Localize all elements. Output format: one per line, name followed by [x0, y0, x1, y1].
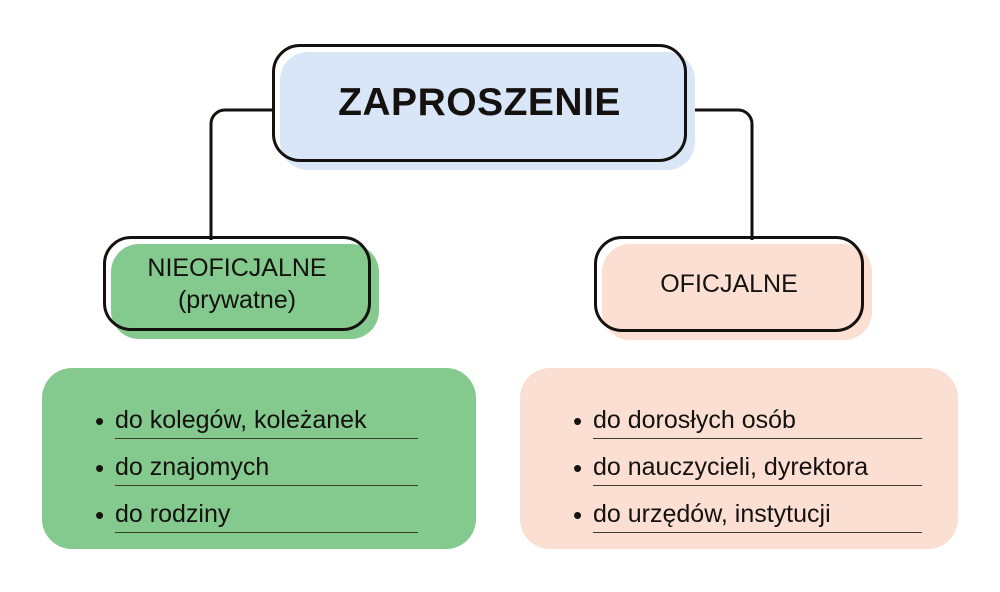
- list-item-text: do znajomych: [115, 453, 270, 481]
- list-panel-nieoficjalne: • do kolegów, koleżanek • do znajomych •…: [42, 368, 476, 549]
- connector-right: [689, 108, 754, 240]
- branch-node-nieoficjalne: NIEOFICJALNE (prywatne): [103, 236, 379, 339]
- root-node-title: ZAPROSZENIE: [338, 81, 621, 124]
- list-item-entry: do nauczycieli, dyrektora: [593, 455, 922, 486]
- connector-left: [209, 108, 272, 240]
- list-item-entry: do rodziny: [115, 502, 418, 533]
- branch-node-oficjalne: OFICJALNE: [594, 236, 872, 340]
- branch-label-line2: (prywatne): [177, 285, 297, 314]
- list-item: • do znajomych: [95, 455, 476, 486]
- root-node-label: ZAPROSZENIE: [272, 44, 687, 162]
- list-item-entry: do urzędów, instytucji: [593, 502, 922, 533]
- list-nieoficjalne: • do kolegów, koleżanek • do znajomych •…: [95, 408, 476, 533]
- bullet-icon: •: [573, 406, 583, 436]
- list-item-rule: [593, 438, 922, 439]
- branch-node-nieoficjalne-label: NIEOFICJALNE (prywatne): [103, 236, 371, 331]
- list-item-text: do urzędów, instytucji: [593, 500, 831, 528]
- list-item-entry: do dorosłych osób: [593, 408, 922, 439]
- list-panel-oficjalne: • do dorosłych osób • do nauczycieli, dy…: [520, 368, 958, 549]
- list-item-rule: [115, 532, 418, 533]
- branch-label-line1: OFICJALNE: [660, 269, 798, 298]
- list-item-text: do nauczycieli, dyrektora: [593, 453, 869, 481]
- list-item: • do nauczycieli, dyrektora: [573, 455, 958, 486]
- list-item: • do dorosłych osób: [573, 408, 958, 439]
- list-item: • do kolegów, koleżanek: [95, 408, 476, 439]
- bullet-icon: •: [95, 453, 105, 483]
- bullet-icon: •: [95, 406, 105, 436]
- branch-node-oficjalne-outline: [594, 236, 864, 332]
- branch-label-line1: NIEOFICJALNE: [147, 253, 327, 282]
- list-item-text: do kolegów, koleżanek: [115, 406, 367, 434]
- bullet-icon: •: [573, 500, 583, 530]
- branch-node-nieoficjalne-fill: [111, 244, 379, 339]
- list-item-entry: do znajomych: [115, 455, 418, 486]
- list-item-rule: [593, 532, 922, 533]
- bullet-icon: •: [573, 453, 583, 483]
- list-item-rule: [115, 485, 418, 486]
- list-oficjalne: • do dorosłych osób • do nauczycieli, dy…: [573, 408, 958, 533]
- root-node-outline: [272, 44, 687, 162]
- branch-node-oficjalne-label: OFICJALNE: [594, 236, 864, 332]
- branch-node-nieoficjalne-outline: [103, 236, 371, 331]
- list-item-text: do rodziny: [115, 500, 231, 528]
- root-node-zaproszenie: ZAPROSZENIE: [272, 44, 695, 170]
- list-item-rule: [593, 485, 922, 486]
- list-item-entry: do kolegów, koleżanek: [115, 408, 418, 439]
- list-item: • do rodziny: [95, 502, 476, 533]
- root-node-fill: [280, 52, 695, 170]
- list-item: • do urzędów, instytucji: [573, 502, 958, 533]
- list-item-text: do dorosłych osób: [593, 406, 796, 434]
- bullet-icon: •: [95, 500, 105, 530]
- list-item-rule: [115, 438, 418, 439]
- branch-node-oficjalne-fill: [602, 244, 872, 340]
